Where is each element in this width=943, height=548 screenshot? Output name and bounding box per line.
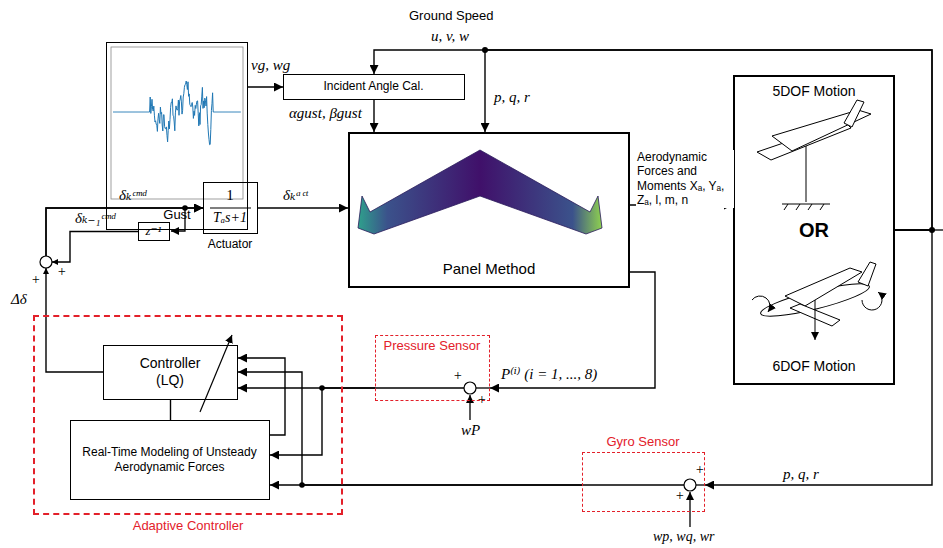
node-label: z⁻¹ (139, 223, 168, 239)
signal-label: αgust, βgust (288, 104, 363, 122)
signal-connector (170, 400, 171, 420)
sensor-wire (476, 387, 490, 388)
sensor-wire (696, 484, 705, 485)
signal-connector (490, 272, 655, 388)
branch-dot (299, 482, 305, 488)
delay-box: z⁻¹ (138, 222, 170, 241)
signal-label: P⁽ⁱ⁾ (i = 1, ..., 8) (500, 365, 598, 383)
noise-input (469, 395, 470, 420)
signal-connector (238, 372, 582, 485)
sensor-region: Gyro Sensor (582, 452, 705, 512)
node-label: Real-Time Modeling of Unsteady Aerodynam… (77, 445, 263, 474)
node-label: OR (735, 218, 893, 242)
signal-connector (485, 50, 932, 230)
signal-label: δₖᶜᵐᵈ (118, 186, 147, 204)
signal-label: p, q, r (493, 88, 531, 106)
controller-region: Adaptive ControllerController (LQ)Real-T… (33, 315, 343, 515)
model-box: Real-Time Modeling of Unsteady Aerodynam… (70, 420, 270, 500)
aircraft-6dof (752, 262, 882, 340)
node-label: 6DOF Motion (735, 358, 893, 375)
process-box: Incident Angle Cal. (283, 74, 465, 100)
summing-junction (464, 382, 476, 394)
motion-box: 5DOF MotionOR 6DOF Motion (733, 75, 895, 385)
signal-connector (46, 208, 203, 372)
signal-connector (705, 230, 932, 485)
signal-label: vg, wg (250, 56, 291, 74)
noise-input (689, 492, 690, 527)
node-label: Incident Angle Cal. (284, 79, 463, 93)
fraction-bar (210, 207, 251, 208)
adaptation-arrow (200, 335, 232, 412)
signal-label: Δδ (10, 290, 28, 308)
signal-title: Ground Speed (408, 8, 495, 24)
signal-label: δₖ₋₁ᶜᵐᵈ (74, 209, 116, 227)
signal-label: Aerodynamic Forces and Moments Xₐ, Yₐ, Z… (636, 150, 734, 208)
node-label: Controller (LQ) (128, 355, 212, 389)
node-label: Tₐs+1 (204, 210, 256, 227)
summing-junction (684, 479, 696, 491)
signal-label: wp, wq, wr (652, 529, 715, 546)
signal-connector (238, 358, 285, 435)
signal-label: + (674, 488, 685, 505)
gust-signal (113, 81, 241, 145)
sensor-region: Pressure Sensor (375, 335, 490, 401)
region-label: Gyro Sensor (503, 434, 783, 450)
plot-frame (111, 47, 243, 199)
branch-dot (929, 227, 935, 233)
region-label: Pressure Sensor (376, 338, 488, 354)
summing-junction (40, 256, 52, 268)
signal-connector (374, 50, 932, 230)
node-label: 1 (204, 186, 256, 204)
controller-box: Controller (LQ) (103, 345, 238, 400)
signal-label: u, v, w (430, 27, 470, 45)
signal-label: + (56, 264, 67, 281)
signal-connector (258, 207, 348, 208)
aircraft-5dof (757, 100, 871, 210)
signal-connector (248, 86, 283, 87)
node-label: 5DOF Motion (735, 83, 893, 100)
actuator-box: 1Tₐs+1Actuator (203, 182, 258, 234)
signal-label: + (476, 392, 487, 409)
wing-surface (358, 150, 602, 234)
junction-arrowhead (43, 268, 49, 274)
branch-dot (482, 47, 488, 53)
branch-dot (319, 385, 325, 391)
signal-label: δₖᵃᶜᵗ (282, 186, 309, 204)
signal-label: + (30, 272, 41, 289)
sensor-wire (582, 484, 684, 485)
region-label: Adaptive Controller (0, 518, 421, 534)
signal-label: + (452, 368, 463, 385)
signal-connector (373, 100, 374, 132)
signal-label: p, q, r (782, 465, 820, 483)
signal-label: wP (460, 421, 481, 439)
node-label: Actuator (124, 237, 336, 251)
signal-label: + (694, 462, 705, 479)
node-label: Panel Method (350, 260, 628, 278)
sensor-wire (375, 387, 464, 388)
signal-connector (270, 388, 375, 455)
panel-method-box: Panel Method (348, 132, 630, 288)
